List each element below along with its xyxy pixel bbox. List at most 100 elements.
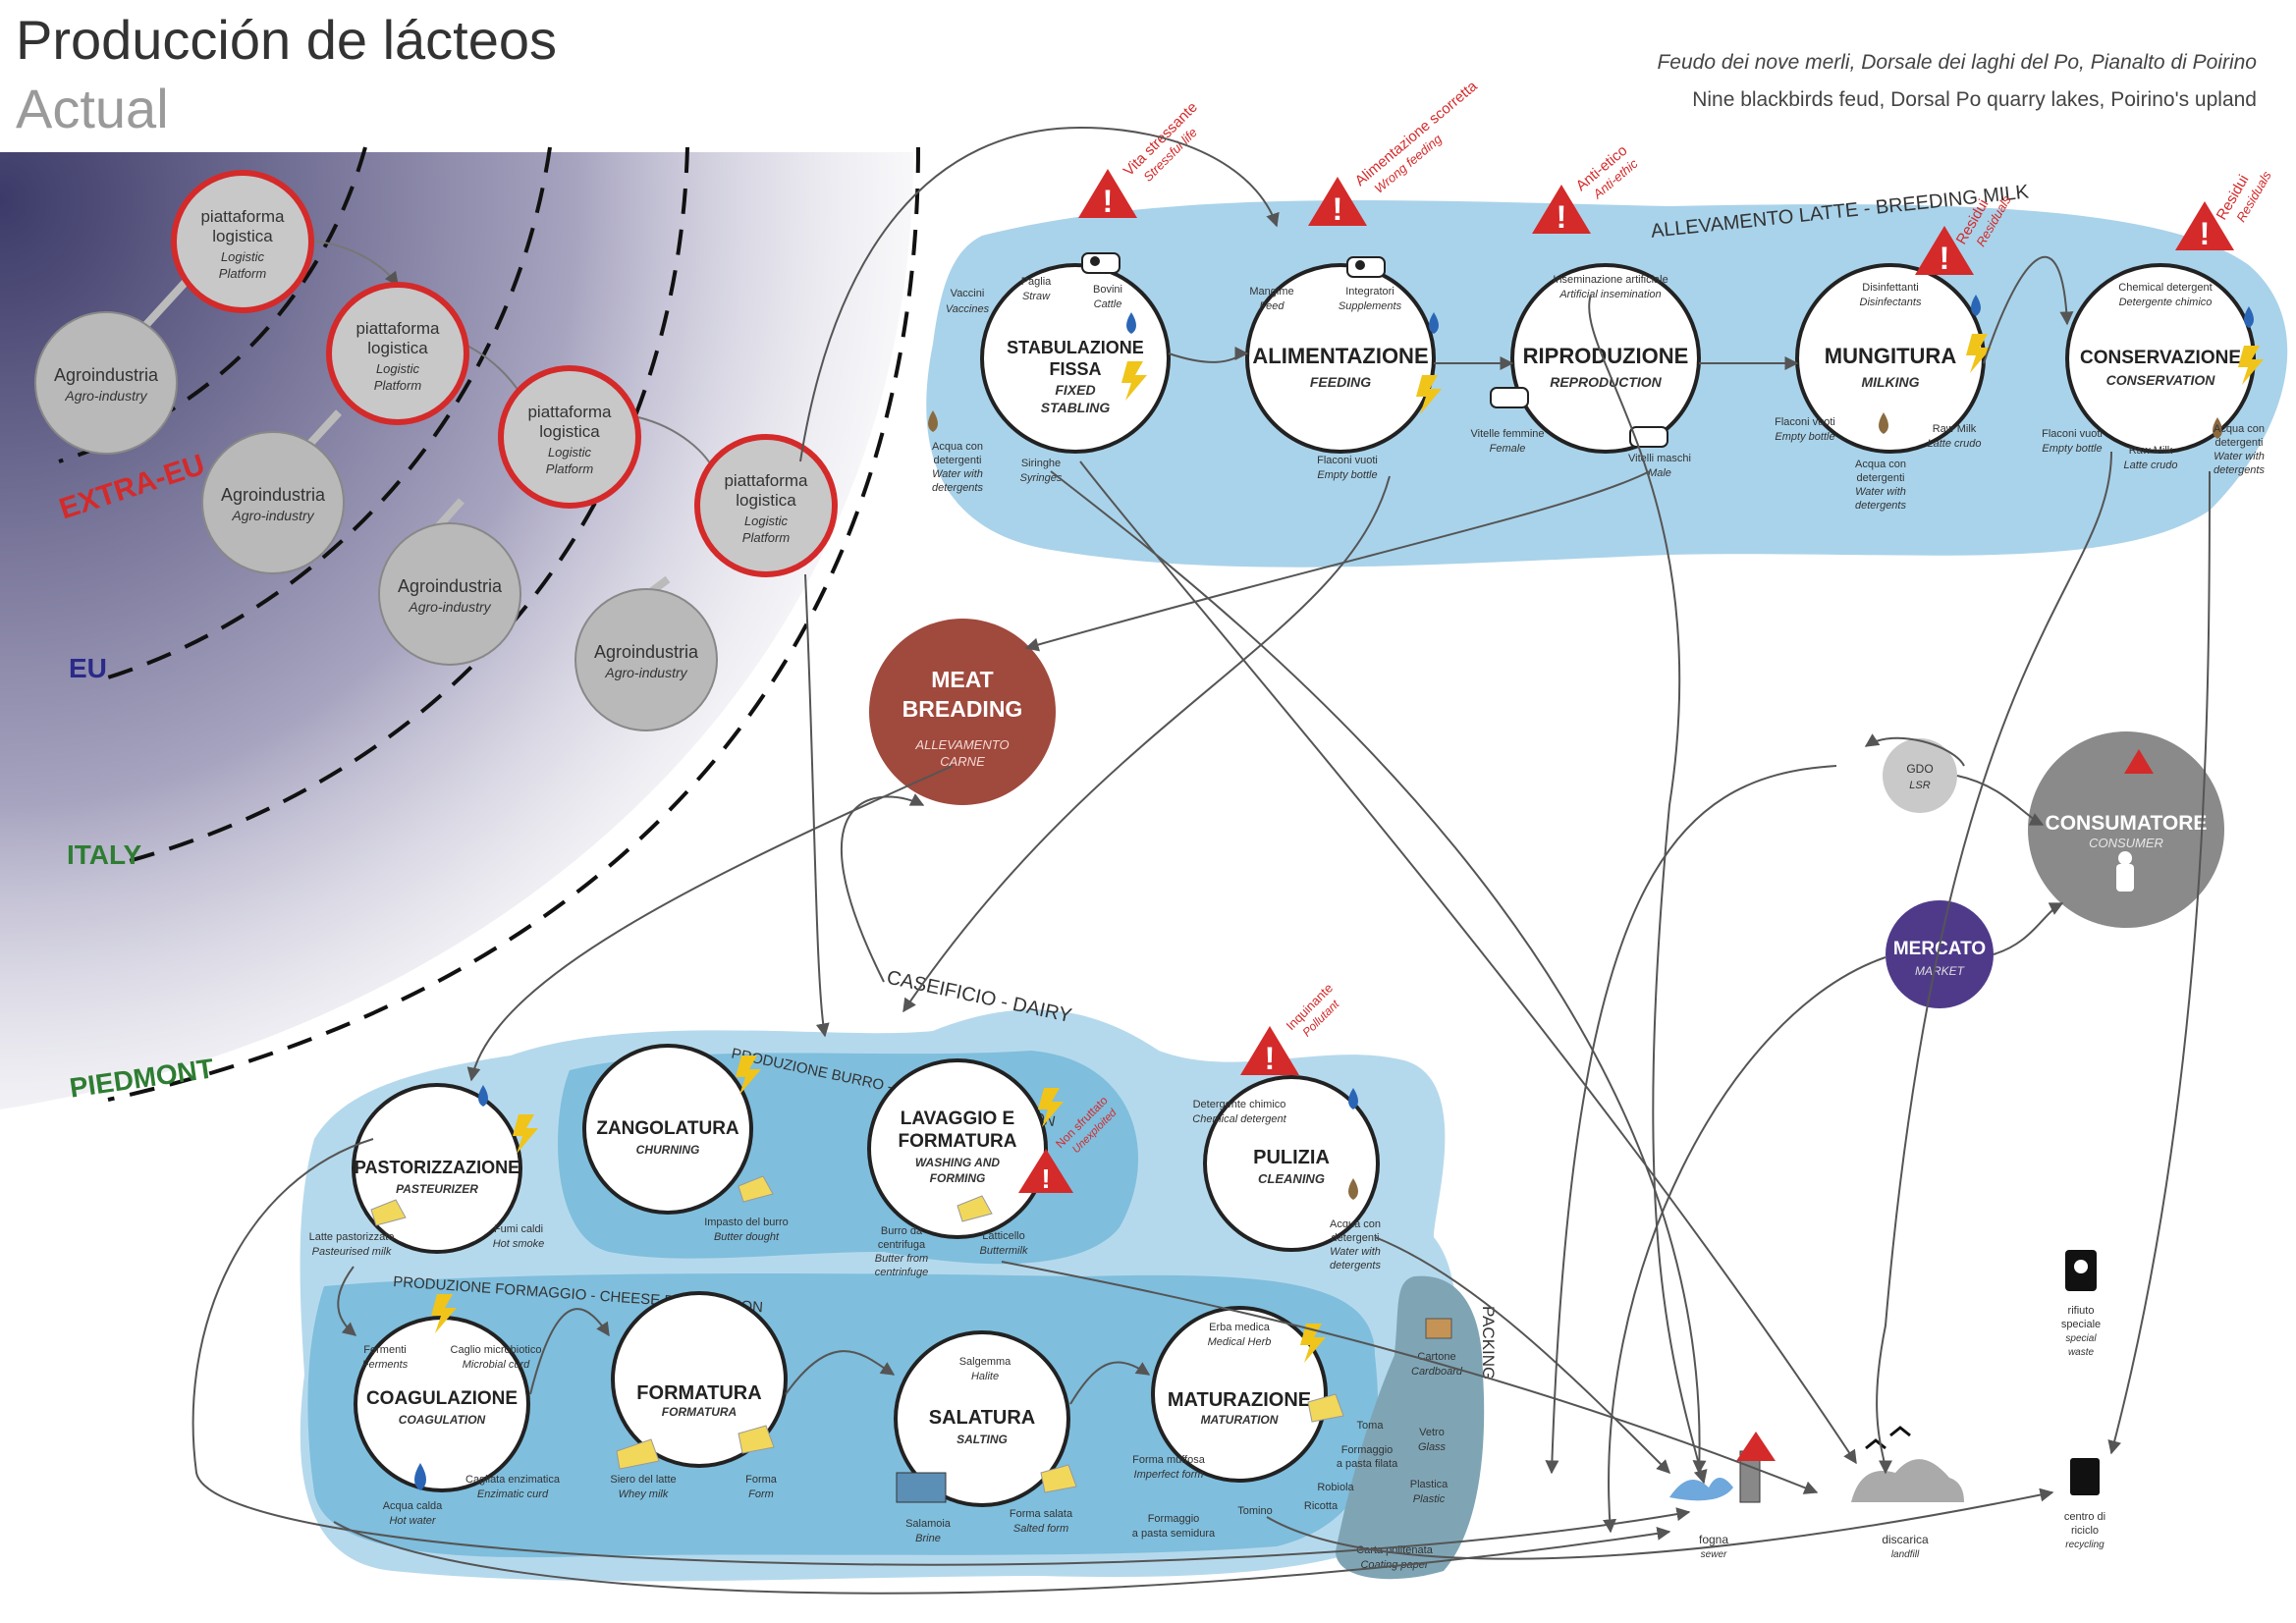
svg-text:detergents: detergents <box>1855 500 1906 512</box>
svg-text:Halite: Halite <box>971 1371 999 1382</box>
svg-text:!: ! <box>1557 199 1567 235</box>
agroindustry-node: Agroindustria Agro-industry <box>201 431 345 574</box>
svg-text:Burro da: Burro da <box>881 1225 923 1237</box>
brine-tank-icon <box>896 1472 947 1503</box>
svg-text:MATURAZIONE: MATURAZIONE <box>1168 1389 1311 1411</box>
stage-salting: SALATURA SALTING <box>894 1330 1070 1507</box>
svg-text:CONSUMER: CONSUMER <box>2089 836 2163 850</box>
svg-text:logistica: logistica <box>539 422 600 441</box>
stage-forming: FORMATURA FORMATURA <box>611 1291 788 1468</box>
svg-text:Bovini: Bovini <box>1093 284 1122 296</box>
svg-text:logistica: logistica <box>736 491 796 510</box>
svg-text:!: ! <box>1265 1041 1276 1076</box>
svg-text:LSR: LSR <box>1909 780 1930 791</box>
person-icon <box>2116 864 2134 892</box>
svg-text:Raw Milk: Raw Milk <box>1933 423 1977 435</box>
svg-text:piattaforma: piattaforma <box>527 403 612 421</box>
svg-text:landfill: landfill <box>1891 1549 1920 1560</box>
svg-text:STABLING: STABLING <box>1041 400 1111 415</box>
cow-icon <box>1490 387 1529 408</box>
svg-text:detergenti: detergenti <box>934 455 982 466</box>
svg-text:Buttermilk: Buttermilk <box>980 1245 1028 1257</box>
svg-text:Logistic: Logistic <box>376 361 420 376</box>
svg-text:LAVAGGIO E: LAVAGGIO E <box>901 1109 1014 1129</box>
svg-text:Latte pastorizzato: Latte pastorizzato <box>309 1231 395 1243</box>
svg-text:FORMATURA: FORMATURA <box>662 1405 737 1419</box>
svg-text:Pasteurised milk: Pasteurised milk <box>312 1246 392 1258</box>
cow-icon <box>1081 252 1121 274</box>
logistic-node: piattaforma logistica Logistic Platform <box>694 434 838 577</box>
svg-text:detergenti: detergenti <box>1332 1232 1380 1244</box>
svg-text:piattaforma: piattaforma <box>200 207 285 226</box>
svg-text:Agro-industry: Agro-industry <box>604 665 687 680</box>
svg-text:GDO: GDO <box>1906 762 1933 776</box>
svg-text:Alimentazione scorretta: Alimentazione scorretta <box>1352 78 1481 189</box>
svg-text:a pasta filata: a pasta filata <box>1337 1458 1398 1470</box>
svg-text:Vaccines: Vaccines <box>946 303 990 315</box>
packing-area <box>1336 1275 1485 1580</box>
logistic-node: piattaforma logistica Logistic Platform <box>171 170 314 313</box>
stage-maturation: MATURAZIONE MATURATION <box>1151 1306 1328 1483</box>
stage-fixed-stabling: STABULAZIONE FISSA FIXED STABLING <box>980 263 1171 454</box>
svg-text:FORMATURA: FORMATURA <box>898 1131 1016 1152</box>
svg-text:Formaggio: Formaggio <box>1148 1513 1200 1525</box>
svg-text:Salted form: Salted form <box>1013 1523 1068 1535</box>
svg-text:Integratori: Integratori <box>1345 286 1394 298</box>
svg-text:Formaggio: Formaggio <box>1341 1444 1394 1456</box>
svg-text:Impasto del burro: Impasto del burro <box>704 1217 789 1228</box>
svg-text:Flaconi vuoti: Flaconi vuoti <box>1775 416 1835 428</box>
logistic-node: piattaforma logistica Logistic Platform <box>498 365 641 509</box>
svg-text:COAGULAZIONE: COAGULAZIONE <box>366 1388 518 1409</box>
svg-text:Erba medica: Erba medica <box>1209 1322 1271 1333</box>
sewer-water-icon <box>1669 1478 1733 1501</box>
svg-text:Microbial curd: Microbial curd <box>463 1359 530 1371</box>
svg-text:MILKING: MILKING <box>1861 374 1919 390</box>
svg-text:Whey milk: Whey milk <box>619 1488 669 1500</box>
svg-text:recycling: recycling <box>2065 1540 2105 1550</box>
lightning-icon <box>431 1055 1326 1363</box>
svg-text:Male: Male <box>1648 467 1671 479</box>
svg-text:Robiola: Robiola <box>1317 1482 1354 1493</box>
cheese-production-area <box>307 1273 1379 1558</box>
svg-text:!: ! <box>1041 1163 1050 1194</box>
svg-text:BREADING: BREADING <box>902 696 1023 722</box>
svg-text:sewer: sewer <box>1701 1549 1727 1560</box>
oil-drop-icon <box>1348 1178 1358 1200</box>
svg-text:Cartone: Cartone <box>1417 1351 1455 1363</box>
svg-text:Agroindustria: Agroindustria <box>221 485 326 505</box>
svg-text:Logistic: Logistic <box>744 514 789 528</box>
svg-text:PASTEURIZER: PASTEURIZER <box>396 1182 478 1196</box>
agroindustry-node: Agroindustria Agro-industry <box>378 522 521 666</box>
svg-text:Cardboard: Cardboard <box>1411 1366 1463 1378</box>
agroindustry-node: Agroindustria Agro-industry <box>574 588 718 731</box>
stage-churning: ZANGOLATURA CHURNING <box>582 1044 753 1215</box>
svg-text:detergents: detergents <box>1330 1260 1381 1271</box>
svg-text:Feed: Feed <box>1259 300 1285 312</box>
svg-text:Water with: Water with <box>1855 486 1906 498</box>
warning-icon <box>2124 749 2154 774</box>
svg-text:Hot water: Hot water <box>389 1515 436 1527</box>
svg-text:!: ! <box>1103 184 1114 219</box>
water-drop-icon <box>414 1085 1358 1490</box>
svg-text:ZANGOLATURA: ZANGOLATURA <box>596 1118 739 1139</box>
svg-text:Logistic: Logistic <box>221 249 265 264</box>
lightning-icon <box>1121 334 2264 414</box>
svg-text:Acqua con: Acqua con <box>1855 459 1906 470</box>
dairy-io-labels: Latte pastorizzato Pasteurised milk Fumi… <box>309 1099 1463 1571</box>
svg-text:Plastica: Plastica <box>1410 1479 1449 1490</box>
svg-text:Water with: Water with <box>2214 451 2265 462</box>
breeding-io-labels: Vaccini Vaccines Paglia Straw Bovini Cat… <box>932 274 2265 512</box>
recycle-bin-icon <box>2070 1458 2100 1495</box>
svg-text:centro di: centro di <box>2064 1511 2105 1523</box>
sewer-node: fogna sewer <box>1669 1432 1776 1560</box>
region-label-italy: ITALY <box>67 839 142 870</box>
stage-washing-forming: LAVAGGIO E FORMATURA WASHING AND FORMING <box>867 1058 1048 1239</box>
stage-reproduction: RIPRODUZIONE REPRODUCTION <box>1510 263 1701 454</box>
logistic-node: piattaforma logistica Logistic Platform <box>326 282 469 425</box>
meat-breeding-node: MEAT BREADING ALLEVAMENTO CARNE <box>869 619 1056 805</box>
svg-text:Raw Milk: Raw Milk <box>2129 445 2173 457</box>
svg-text:Female: Female <box>1490 443 1526 455</box>
svg-text:Straw: Straw <box>1022 291 1051 302</box>
svg-text:SALTING: SALTING <box>957 1433 1008 1446</box>
svg-text:Enzimatic curd: Enzimatic curd <box>477 1488 549 1500</box>
